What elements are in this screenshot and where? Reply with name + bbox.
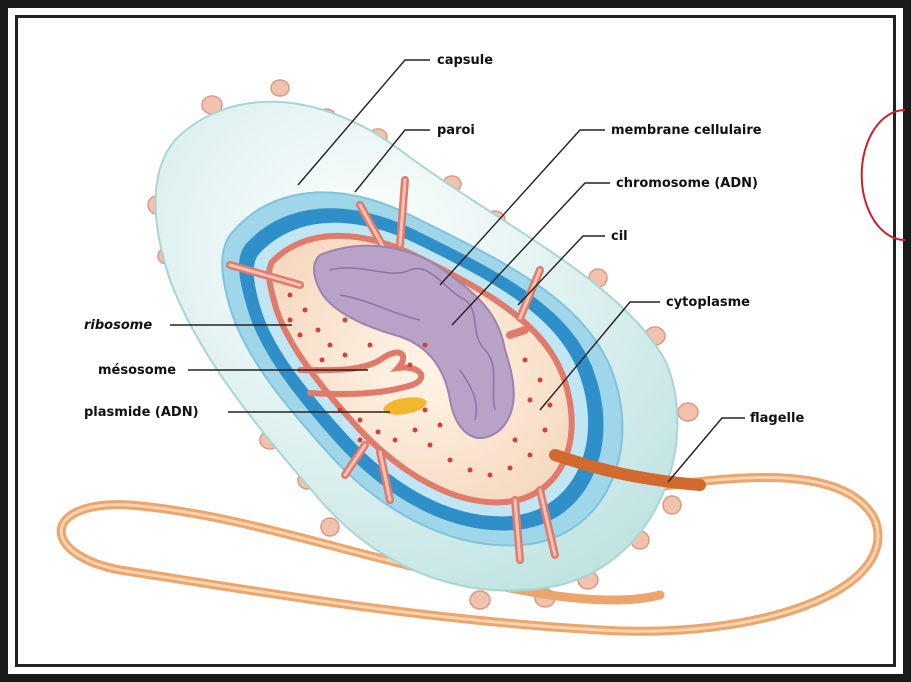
label-capsule: capsule xyxy=(437,53,493,68)
label-paroi: paroi xyxy=(437,123,475,138)
label-chromosome: chromosome (ADN) xyxy=(616,176,758,191)
label-cil: cil xyxy=(611,229,628,244)
label-ribosome: ribosome xyxy=(84,318,152,333)
label-membrane-cellulaire: membrane cellulaire xyxy=(611,123,762,138)
label-flagelle: flagelle xyxy=(750,411,804,426)
label-mesosome: mésosome xyxy=(98,363,176,378)
label-cytoplasme: cytoplasme xyxy=(666,295,750,310)
edge-circle-fragment xyxy=(862,110,905,240)
label-plasmide: plasmide (ADN) xyxy=(84,405,199,420)
